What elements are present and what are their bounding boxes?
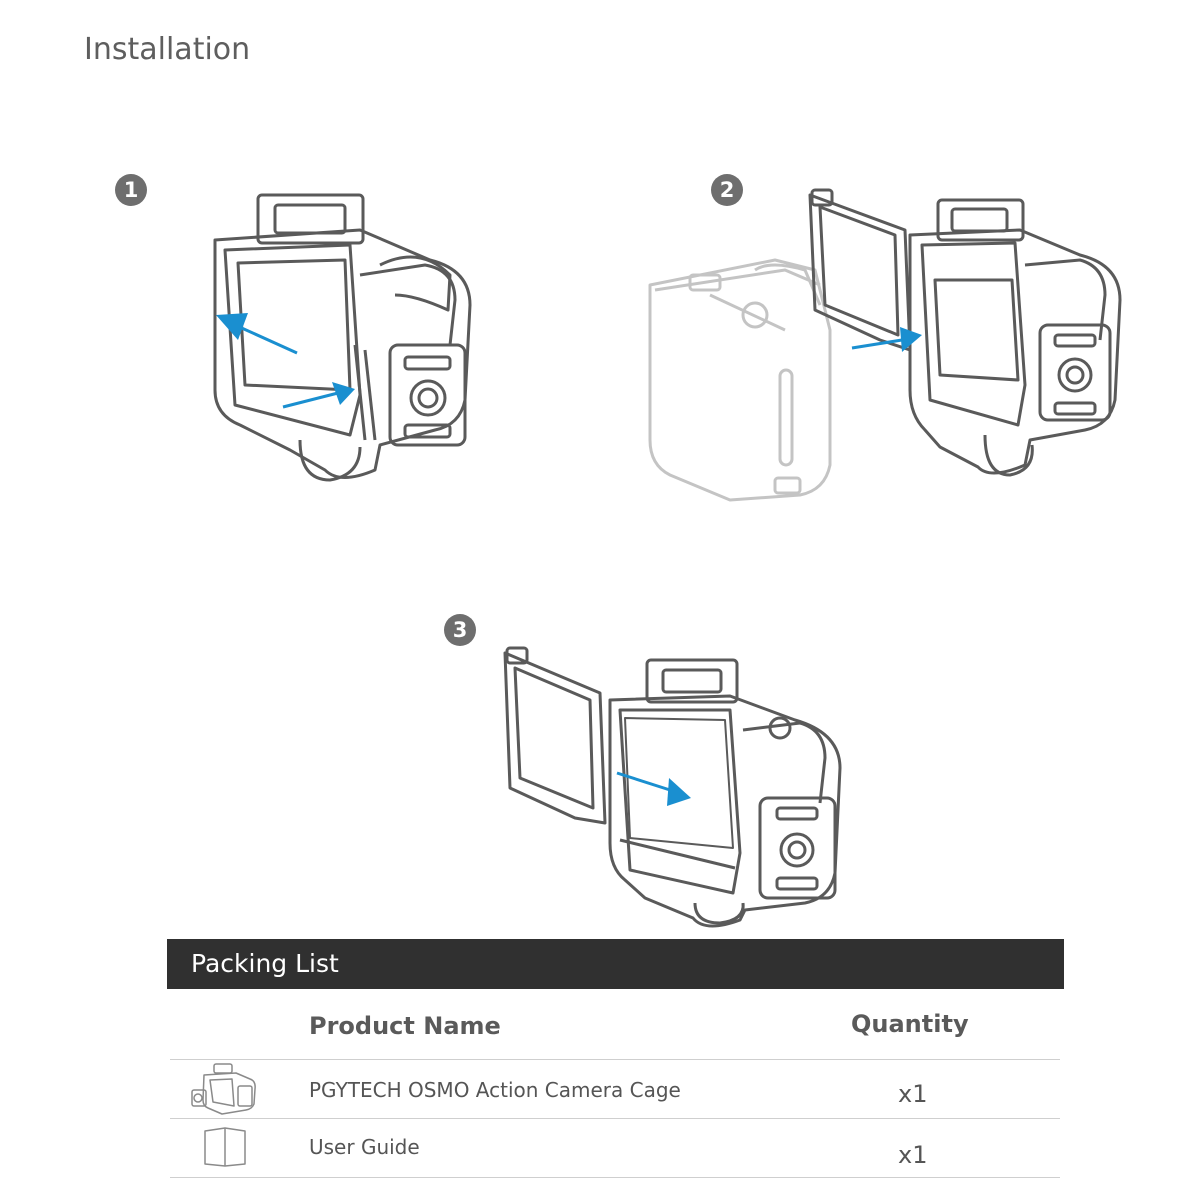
step-number-3: 3 [444, 614, 476, 646]
table-divider [170, 1059, 1060, 1060]
step-3-illustration [503, 646, 842, 928]
product-name-cage: PGYTECH OSMO Action Camera Cage [309, 1078, 681, 1102]
quantity-cage: x1 [898, 1080, 928, 1108]
user-guide-thumbnail-icon [204, 1127, 246, 1167]
step-number-2: 2 [711, 174, 743, 206]
step-2-illustration [648, 188, 1122, 502]
quantity-guide: x1 [898, 1141, 928, 1169]
table-divider [170, 1177, 1060, 1178]
packing-list-header-bar: Packing List [167, 939, 1064, 989]
quantity-column-header: Quantity [851, 1010, 969, 1038]
packing-list-title: Packing List [191, 949, 339, 978]
product-name-column-header: Product Name [309, 1012, 501, 1040]
step-number-1: 1 [115, 174, 147, 206]
page-title: Installation [84, 32, 251, 67]
table-divider [170, 1118, 1060, 1119]
step-1-illustration [213, 193, 472, 482]
camera-cage-thumbnail-icon [191, 1063, 256, 1115]
product-name-guide: User Guide [309, 1135, 420, 1159]
